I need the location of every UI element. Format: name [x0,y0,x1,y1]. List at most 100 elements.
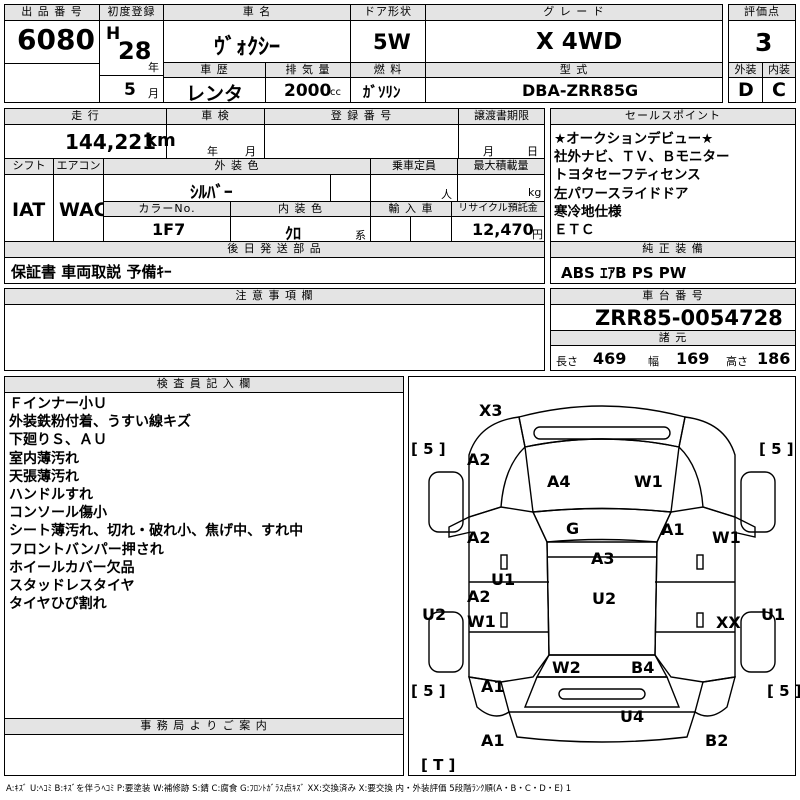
transfer-day-unit: 日 [527,145,538,158]
office-label: 事 務 局 よ り ご 案 内 [4,718,404,735]
sales-points-label: セールスポイント [550,108,796,125]
fuel: ｶﾞｿﾘﾝ [363,83,401,101]
inspector-note: フロントバンパー押され [9,541,164,558]
chassis-number: ZRR85-0054728 [595,306,783,330]
tire-rear-left: [ 5 ] [411,682,446,700]
inspector-notes: Ｆインナー小Ｕ 外装鉄粉付着、うすい線キズ 下廻りＳ、ＡＵ 室内薄汚れ 天張薄汚… [4,392,404,719]
displacement: 2000 [284,81,332,101]
length: 469 [593,349,627,368]
era: H [106,24,121,44]
ext-color-label: 外 装 色 [103,158,371,175]
damage-mark: U1 [491,570,516,589]
spec-label: 諸 元 [550,330,796,346]
first-reg-label: 初度登録 [99,4,164,21]
first-reg-month: 5 月 [99,75,164,103]
mileage: 144,221 [65,130,157,154]
interior-grade: C [772,79,786,101]
recycle-unit: 円 [532,228,543,241]
transfer-cell: 月 日 [458,124,545,159]
inspection-cell: 年 月 [166,124,265,159]
office-cell [4,734,404,776]
lot-number-value: 6080 [17,23,95,56]
inspector-note: タイヤひび割れ [9,596,107,613]
lot-empty-cell [4,63,100,103]
damage-mark: A1 [481,731,505,750]
inspection-label: 車 検 [166,108,265,125]
equipment-cell: ABS ｴｱB PS PW [550,257,796,284]
inspector-note: 下廻りＳ、ＡＵ [9,432,107,449]
chassis-cell: ZRR85-0054728 [550,304,796,331]
damage-mark: U1 [761,605,786,624]
door-label: ドア形状 [350,4,426,21]
car-name: ｳﾞｫｸｼｰ [214,35,281,60]
model-cell: DBA-ZRR85G [425,77,723,103]
reg-no-cell [264,124,459,159]
ac-label: エアコン [53,158,104,175]
damage-mark: W2 [552,658,581,677]
model-code: DBA-ZRR85G [522,81,639,100]
damage-mark: A2 [467,450,491,469]
damage-mark: A1 [481,677,505,696]
later-parts-cell: 保証書 車両取説 予備ｷｰ [4,257,545,284]
equipment: ABS ｴｱB PS PW [561,264,687,282]
history: レンタ [186,83,244,105]
spare-tire: [ T ] [421,756,456,774]
tire-front-right: [ 5 ] [759,440,794,458]
damage-mark: A4 [547,472,571,491]
damage-mark: W1 [467,612,496,631]
damage-mark: A2 [467,528,491,547]
damage-mark: W1 [634,472,663,491]
chassis-label: 車 台 番 号 [550,288,796,305]
capacity-unit: 人 [441,188,452,201]
fuel-label: 燃 料 [350,62,426,78]
history-cell: レンタ [163,77,266,105]
interior-label: 内装 [762,62,796,78]
tire-front-left: [ 5 ] [411,440,446,458]
exterior-label: 外装 [728,62,763,78]
ext-color-extra [330,174,371,202]
damage-mark: A2 [467,587,491,606]
int-color-unit: 系 [355,229,366,242]
damage-mark: A1 [661,520,685,539]
door-cell: 5W [350,20,426,63]
inspector-note: 天張薄汚れ [9,468,79,485]
score-cell: 3 [728,20,796,63]
height: 186 [757,349,791,368]
color-no: 1F7 [152,220,186,239]
interior-cell: C [762,77,796,103]
ac: WAC [59,199,108,221]
damage-mark: G [566,519,580,538]
displacement-label: 排 気 量 [265,62,351,78]
mileage-label: 走 行 [4,108,167,125]
sales-point: 社外ナビ、ＴＶ、Ｂモニター [554,149,730,166]
grade: X 4WD [536,29,623,55]
shift: IAT [12,199,46,221]
height-label: 高さ [726,355,748,368]
shift-label: シフト [4,158,54,175]
car-name-label: 車 名 [163,4,351,21]
year-unit: 年 [148,61,159,74]
inspector-label: 検 査 員 記 入 欄 [4,376,404,393]
tire-rear-right: [ 5 ] [767,682,800,700]
door-type: 5W [373,30,411,54]
color-no-cell: 1F7 [103,216,231,242]
history-label: 車 歴 [163,62,266,78]
damage-mark: XX [716,613,741,632]
damage-mark: W1 [712,528,741,547]
notes-label: 注 意 事 項 欄 [4,288,545,305]
damage-mark: U2 [592,589,617,608]
import-cell [370,216,411,242]
capacity-label: 乗車定員 [370,158,458,175]
reg-year: 28 [118,37,152,65]
color-no-label: カラーNo. [103,201,231,217]
sales-point: 寒冷地仕様 [554,203,622,220]
width: 169 [676,349,710,368]
first-reg-year: H 28 年 [99,20,164,76]
inspector-note: 室内薄汚れ [9,450,79,467]
import-cell-2 [410,216,452,242]
damage-mark: U2 [422,605,447,624]
capacity-cell: 人 [370,174,458,202]
inspector-note: Ｆインナー小Ｕ [9,396,107,412]
exterior-grade: D [738,79,754,101]
score-label: 評価点 [728,4,796,21]
